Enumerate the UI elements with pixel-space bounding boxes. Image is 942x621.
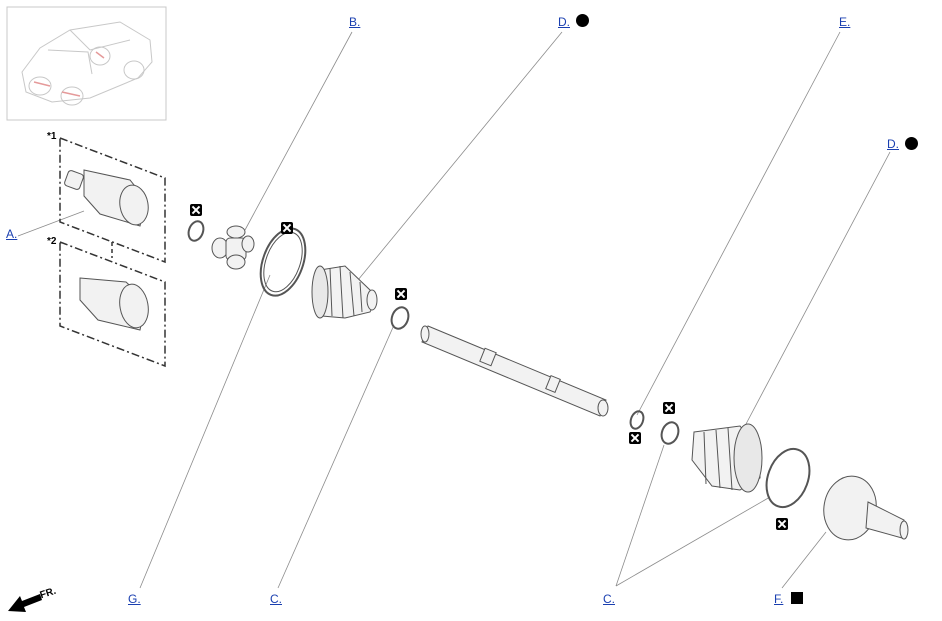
boot-clamp-large-outboard bbox=[765, 447, 811, 509]
filled-circle-icon bbox=[905, 137, 918, 150]
snap-ring-inboard bbox=[187, 220, 205, 242]
variant-mark-1: *1 bbox=[47, 131, 57, 142]
non-reusable-icon bbox=[190, 204, 202, 216]
tripod-joint bbox=[211, 225, 255, 270]
callout-c-left[interactable]: C. bbox=[270, 592, 282, 606]
callout-c-right[interactable]: C. bbox=[603, 592, 615, 606]
leader-lines bbox=[17, 31, 891, 589]
callout-f[interactable]: F. bbox=[774, 592, 784, 606]
filled-circle-icon bbox=[576, 14, 589, 27]
variant-box-2 bbox=[59, 240, 166, 368]
callout-a[interactable]: A. bbox=[6, 227, 18, 241]
snap-ring-outboard bbox=[629, 410, 645, 430]
non-reusable-icon bbox=[395, 288, 407, 300]
drive-shaft bbox=[420, 325, 609, 417]
callout-e[interactable]: E. bbox=[839, 15, 851, 29]
front-direction-arrow-icon bbox=[8, 594, 42, 612]
non-reusable-icon bbox=[663, 402, 675, 414]
boot-clamp-small-outboard bbox=[660, 421, 680, 445]
non-reusable-icon bbox=[629, 432, 641, 444]
callout-d-top[interactable]: D. bbox=[558, 15, 570, 29]
outboard-joint bbox=[823, 475, 909, 541]
callout-g[interactable]: G. bbox=[128, 592, 141, 606]
non-reusable-icon bbox=[281, 222, 293, 234]
inboard-joint-tulip-2 bbox=[79, 277, 149, 331]
inboard-boot bbox=[311, 265, 378, 319]
inboard-joint-tulip-1 bbox=[64, 169, 149, 227]
vehicle-locator-thumbnail bbox=[6, 6, 167, 121]
callout-d-right[interactable]: D. bbox=[887, 137, 899, 151]
filled-square-icon bbox=[791, 592, 803, 604]
outboard-boot bbox=[691, 423, 763, 493]
variant-box-1 bbox=[59, 136, 166, 264]
boot-clamp-small-inboard bbox=[390, 306, 410, 330]
variant-mark-2: *2 bbox=[47, 236, 57, 247]
non-reusable-icon bbox=[776, 518, 788, 530]
boot-clamp-large-inboard bbox=[259, 227, 307, 297]
callout-b[interactable]: B. bbox=[349, 15, 361, 29]
